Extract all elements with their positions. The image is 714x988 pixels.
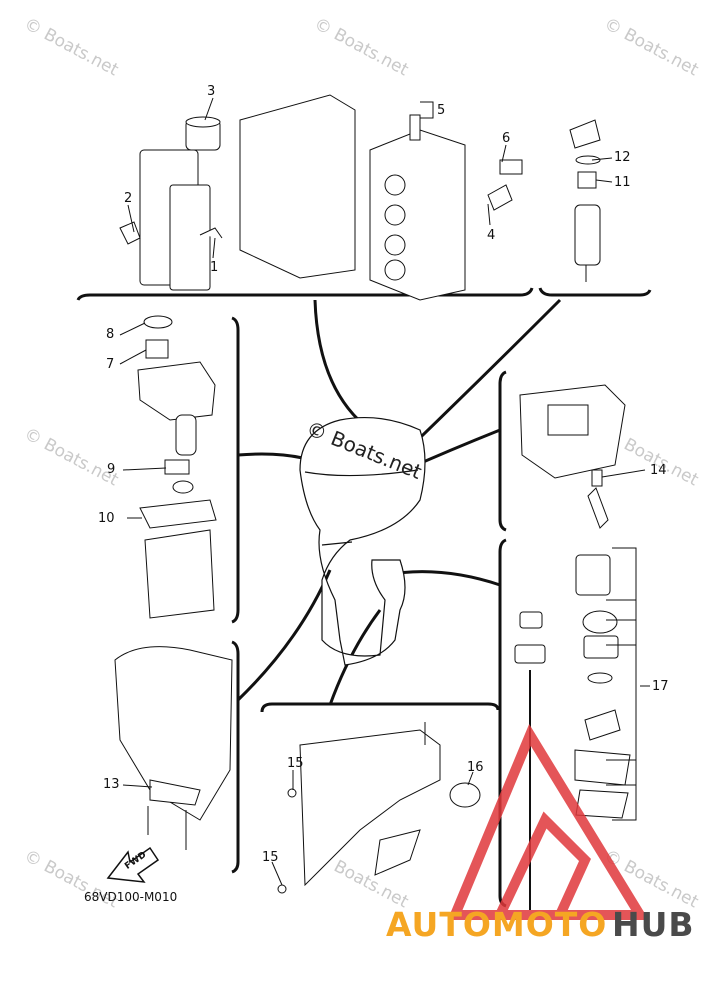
diagram-code: 68VD100-M010 [84, 890, 178, 904]
fuel-filter-group [569, 119, 601, 282]
callout-8: 8 [106, 327, 115, 342]
oil-pump-group [137, 315, 217, 619]
callout-3: 3 [207, 84, 216, 99]
callout-5: 5 [437, 103, 446, 118]
callout-9: 9 [107, 462, 116, 477]
callout-15-lower: 15 [262, 850, 279, 865]
callout-12: 12 [614, 150, 631, 165]
left-bracket-mid [231, 316, 240, 624]
callout-7: 7 [106, 357, 115, 372]
callout-4: 4 [487, 228, 496, 243]
right-bracket-top [498, 370, 507, 532]
fwd-arrow-icon [106, 846, 160, 883]
callout-11: 11 [614, 175, 631, 190]
callout-6: 6 [502, 131, 511, 146]
callout-14: 14 [650, 463, 667, 478]
cylinder-block-group [119, 94, 523, 301]
lower-unit-group [277, 722, 481, 894]
callout-2: 2 [124, 191, 133, 206]
callout-16: 16 [467, 760, 484, 775]
top-right-bracket [538, 287, 652, 297]
callout-13: 13 [103, 777, 120, 792]
oil-pan-group [519, 384, 626, 529]
logo-triangle-icon [447, 724, 649, 920]
callout-leaders [119, 97, 650, 886]
callout-1: 1 [210, 260, 219, 275]
callout-17-leader [606, 547, 637, 821]
bottom-bracket [260, 702, 500, 713]
right-bracket-low [498, 538, 507, 908]
water-pump-group [514, 554, 631, 910]
top-bracket [76, 287, 534, 301]
engine-silhouette [299, 416, 426, 666]
callout-10: 10 [98, 511, 115, 526]
callout-15-upper: 15 [287, 756, 304, 771]
bracket-group [114, 646, 233, 850]
logo-text-hub: HUB [612, 905, 695, 944]
logo-text-automoto: AUTOMOTO [386, 905, 608, 944]
left-bracket-low [231, 640, 240, 874]
callout-17: 17 [652, 679, 669, 694]
